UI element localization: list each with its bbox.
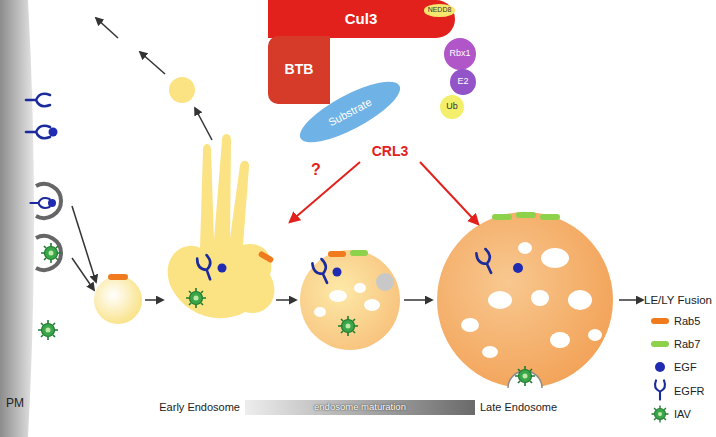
membrane-label: PM xyxy=(6,397,24,410)
node-text: E2 xyxy=(457,77,468,87)
cullin-bar: Cul3 NEDD8 xyxy=(268,0,455,38)
node-text: BTB xyxy=(285,62,314,77)
stage-label: Late Endosome xyxy=(480,401,557,413)
legend-text: EGF xyxy=(674,361,697,373)
nedd8-tag: NEDD8 xyxy=(424,4,456,17)
legend-text: Rab7 xyxy=(674,338,700,350)
node-text: Substrate xyxy=(326,96,373,129)
node-text: NEDD8 xyxy=(428,6,452,14)
node-text: Ub xyxy=(446,102,458,112)
fusion-label: LE/LY Fusion xyxy=(644,294,712,307)
legend-swatch xyxy=(651,318,669,324)
stage-label: Early Endosome xyxy=(159,401,240,413)
complex-label: CRL3 xyxy=(372,144,409,159)
btb-domain: BTB xyxy=(268,36,330,104)
legend-text: Rab5 xyxy=(674,315,700,327)
node-text: Rbx1 xyxy=(449,49,470,59)
maturation-band: endosome maturation xyxy=(245,400,475,415)
ubiquitin-circle: Ub xyxy=(440,95,464,119)
e2-circle: E2 xyxy=(450,69,476,95)
question-mark: ? xyxy=(311,161,321,179)
rbx1-circle: Rbx1 xyxy=(444,38,476,70)
legend-swatch xyxy=(651,341,669,347)
node-text: Cul3 xyxy=(345,11,378,28)
legend-text: EGFR xyxy=(674,385,705,397)
legend-text: IAV xyxy=(674,408,691,420)
legend-swatch xyxy=(655,362,665,372)
node-text: endosome maturation xyxy=(314,402,406,412)
